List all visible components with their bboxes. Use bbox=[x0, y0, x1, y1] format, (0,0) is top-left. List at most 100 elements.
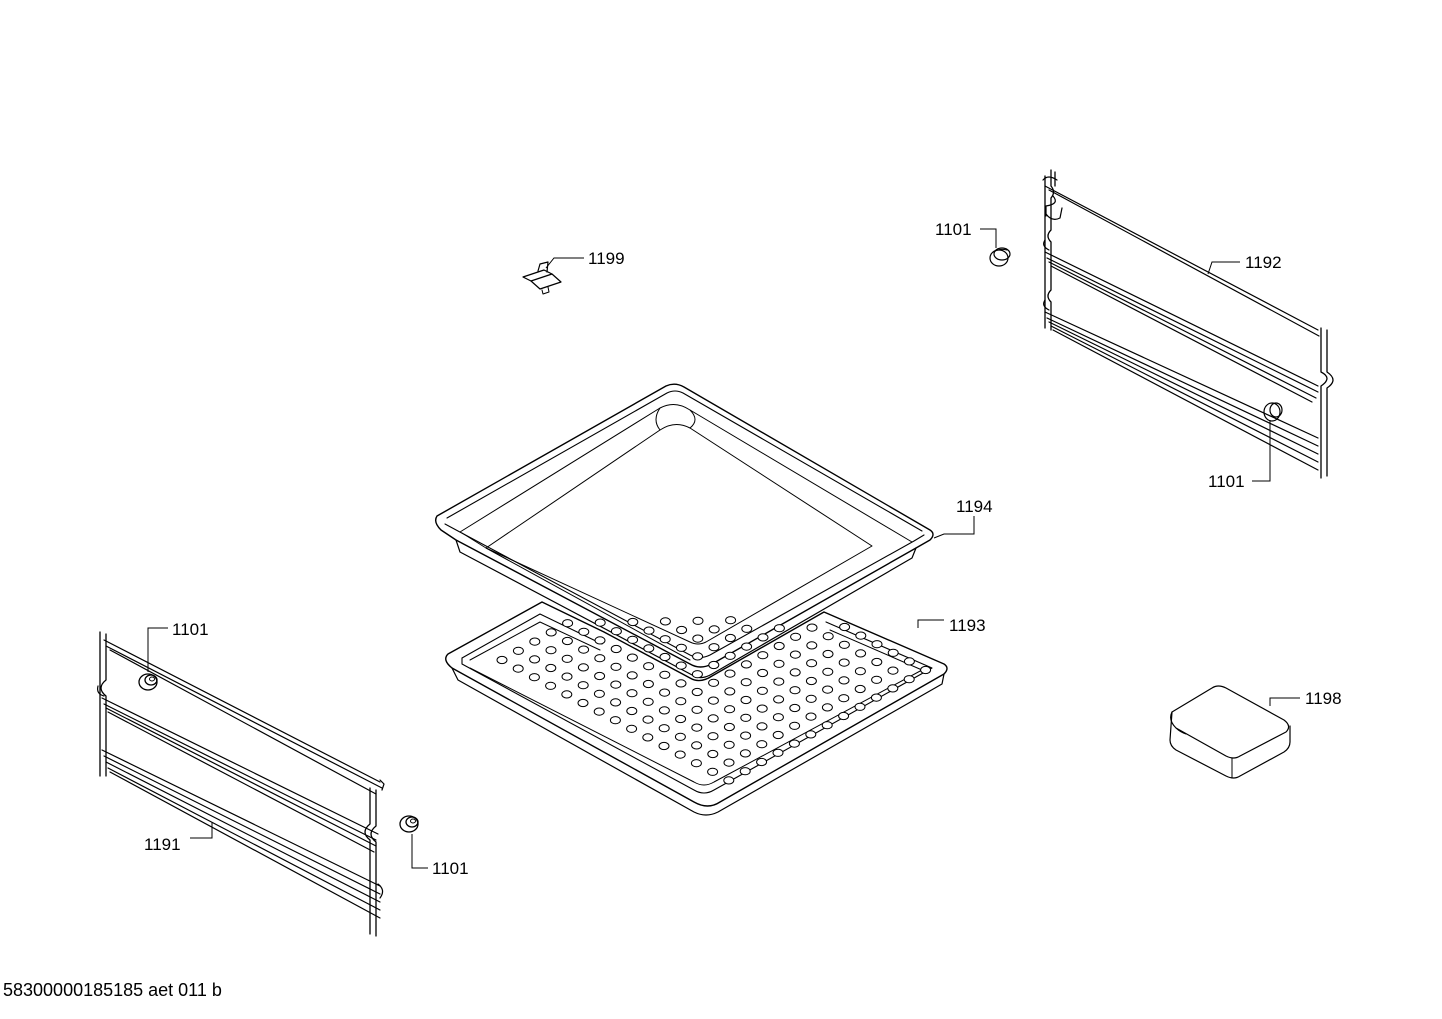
label-1198: 1198 bbox=[1305, 689, 1342, 708]
perforation-hole bbox=[626, 671, 638, 680]
perforation-hole bbox=[740, 678, 752, 687]
perforation-hole bbox=[740, 713, 752, 722]
perforation-hole bbox=[577, 698, 589, 708]
perforation-hole bbox=[545, 646, 557, 655]
perforation-hole bbox=[658, 724, 670, 733]
perforation-hole bbox=[806, 623, 818, 632]
perforation-hole bbox=[594, 618, 606, 627]
label-1191: 1191 bbox=[144, 835, 181, 854]
perforation-hole bbox=[659, 635, 671, 644]
perforation-hole bbox=[643, 626, 655, 635]
perforation-hole bbox=[740, 660, 752, 669]
label-1101-left-top: 1101 bbox=[172, 620, 209, 639]
perforation-hole bbox=[741, 642, 753, 651]
perforation-hole bbox=[610, 644, 622, 654]
perforation-hole bbox=[610, 680, 622, 689]
perforation-hole bbox=[690, 759, 702, 768]
label-1199: 1199 bbox=[588, 249, 625, 268]
perforation-hole bbox=[708, 625, 720, 634]
perforation-hole bbox=[724, 651, 736, 660]
perforation-hole bbox=[642, 697, 654, 706]
perforation-hole bbox=[871, 657, 883, 667]
perforation-hole bbox=[870, 693, 882, 702]
perforation-hole bbox=[756, 686, 768, 695]
perforation-hole bbox=[707, 749, 719, 759]
perforation-hole bbox=[626, 706, 638, 716]
perforation-hole bbox=[708, 660, 720, 670]
perforation-hole bbox=[725, 616, 737, 625]
perforation-hole bbox=[594, 636, 606, 645]
perforation-hole bbox=[723, 776, 735, 785]
perforation-hole bbox=[659, 670, 671, 679]
perforation-hole bbox=[692, 634, 704, 643]
perforation-hole bbox=[773, 695, 785, 704]
perforation-hole bbox=[593, 689, 605, 698]
perforation-hole bbox=[887, 648, 899, 657]
part-1194-deep-tray[interactable] bbox=[434, 383, 934, 679]
perforation-hole bbox=[821, 703, 833, 712]
perforation-hole bbox=[855, 631, 867, 640]
perforation-hole bbox=[822, 685, 834, 694]
part-1101-bung-top[interactable] bbox=[989, 247, 1011, 267]
perforation-hole bbox=[545, 663, 557, 673]
perforation-hole bbox=[757, 668, 769, 678]
part-1199-clip[interactable] bbox=[522, 261, 562, 295]
perforation-hole bbox=[789, 686, 801, 695]
drawing-reference-code: 58300000185185 aet 011 b bbox=[3, 980, 222, 1000]
perforation-hole bbox=[626, 653, 638, 662]
part-1101-bung-left-top[interactable] bbox=[138, 673, 158, 691]
perforation-hole bbox=[723, 740, 735, 749]
perforation-hole bbox=[708, 678, 720, 687]
perforation-hole bbox=[822, 667, 834, 676]
part-1191-left-rail[interactable] bbox=[97, 631, 385, 937]
perforation-hole bbox=[626, 724, 638, 733]
perforation-hole bbox=[707, 767, 719, 776]
perforation-hole bbox=[528, 673, 540, 682]
part-1101-bung-right[interactable] bbox=[1263, 402, 1283, 422]
label-1101-left-bottom: 1101 bbox=[432, 859, 469, 878]
perforation-holes bbox=[496, 616, 932, 785]
perforation-hole bbox=[839, 622, 851, 632]
perforation-hole bbox=[903, 675, 915, 684]
perforation-hole bbox=[756, 757, 768, 767]
perforation-hole bbox=[838, 694, 850, 703]
perforation-hole bbox=[773, 659, 785, 668]
perforation-hole bbox=[920, 665, 932, 675]
perforation-hole bbox=[805, 712, 817, 721]
perforation-hole bbox=[805, 730, 817, 739]
perforation-hole bbox=[838, 711, 850, 721]
perforation-hole bbox=[756, 704, 768, 713]
perforation-hole bbox=[757, 633, 769, 642]
label-1192: 1192 bbox=[1245, 253, 1282, 272]
part-1101-bung-left-bottom[interactable] bbox=[399, 815, 419, 833]
perforation-hole bbox=[739, 767, 751, 776]
perforation-hole bbox=[512, 646, 524, 655]
label-1194: 1194 bbox=[956, 497, 993, 516]
part-1192-right-rail[interactable] bbox=[1042, 169, 1334, 479]
perforation-hole bbox=[691, 723, 703, 732]
perforation-hole bbox=[692, 652, 704, 661]
perforation-hole bbox=[756, 740, 768, 749]
part-1198-sponge[interactable] bbox=[1169, 685, 1291, 779]
perforation-hole bbox=[871, 640, 883, 649]
label-1193: 1193 bbox=[949, 616, 986, 635]
perforation-hole bbox=[723, 758, 735, 767]
perforation-hole bbox=[577, 663, 589, 672]
perforation-hole bbox=[739, 749, 751, 758]
perforation-hole bbox=[578, 627, 590, 636]
perforation-hole bbox=[658, 706, 670, 715]
perforation-hole bbox=[805, 694, 817, 703]
perforation-hole bbox=[529, 655, 541, 664]
perforation-hole bbox=[805, 676, 817, 686]
perforation-hole bbox=[724, 687, 736, 696]
perforation-hole bbox=[822, 632, 834, 641]
leader-lines bbox=[147, 228, 1300, 869]
perforation-hole bbox=[610, 662, 622, 671]
perforation-hole bbox=[496, 655, 508, 665]
perforation-hole bbox=[676, 625, 688, 635]
perforation-hole bbox=[854, 702, 866, 711]
perforation-hole bbox=[790, 632, 802, 641]
perforation-hole bbox=[838, 640, 850, 649]
part-1193-grid-tray[interactable] bbox=[445, 601, 948, 816]
perforation-hole bbox=[756, 722, 768, 731]
